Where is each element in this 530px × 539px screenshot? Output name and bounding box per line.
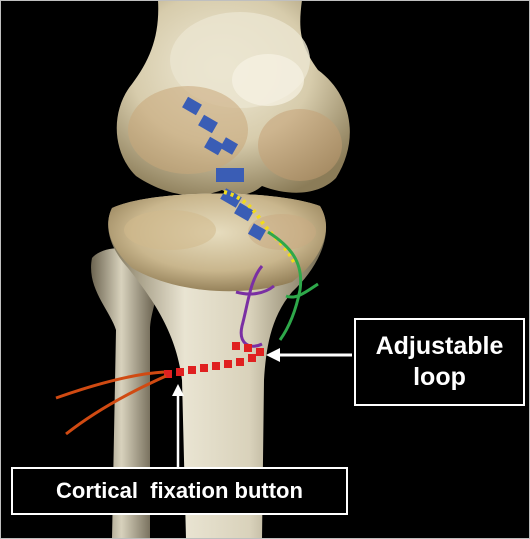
adjustable-loop-label-line1: Adjustable (376, 331, 504, 362)
femur (117, 0, 350, 195)
adjustable-loop-label-line2: loop (376, 362, 504, 393)
button-pointer-arrow (172, 384, 184, 467)
loop-pointer-arrow (266, 348, 352, 362)
cortical-fixation-button-label: Cortical fixation button (11, 467, 348, 515)
adjustable-loop-label: Adjustable loop (354, 318, 525, 406)
